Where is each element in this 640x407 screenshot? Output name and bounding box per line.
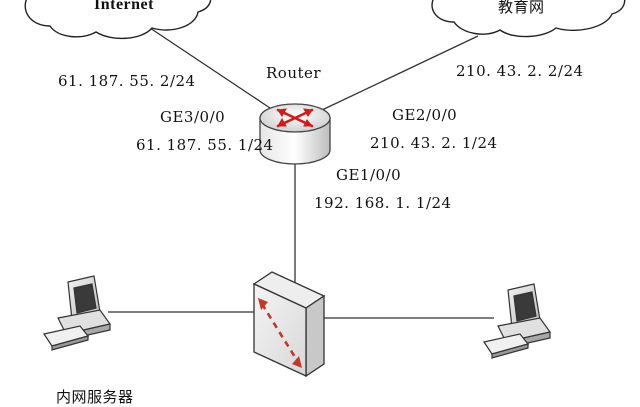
- router-name-label: Router: [266, 64, 322, 82]
- links: [108, 27, 494, 319]
- internet-label: Internet: [94, 0, 154, 13]
- switch-icon[interactable]: [252, 271, 326, 378]
- ge2-ip-label: 210. 43. 2. 1/24: [370, 134, 498, 152]
- ge2-port-label: GE2/0/0: [392, 106, 458, 124]
- ge1-port-label: GE1/0/0: [336, 166, 402, 184]
- router-icon[interactable]: [259, 103, 331, 165]
- ge3-ip-label: 61. 187. 55. 1/24: [136, 136, 274, 154]
- server-pc-icon[interactable]: [43, 275, 112, 351]
- edu-ip-label: 210. 43. 2. 2/24: [456, 62, 584, 80]
- internet-cloud: [24, 0, 212, 40]
- link-internet-router: [149, 27, 271, 109]
- link-edu-router: [321, 35, 479, 111]
- server-label: 内网服务器: [56, 388, 134, 406]
- edu-cloud: [431, 0, 626, 38]
- client-pc-icon[interactable]: [483, 283, 552, 359]
- ge1-ip-label: 192. 168. 1. 1/24: [314, 194, 452, 212]
- internet-ip-label: 61. 187. 55. 2/24: [58, 72, 196, 90]
- ge3-port-label: GE3/0/0: [160, 108, 226, 126]
- edu-network-label: 教育网: [498, 0, 545, 16]
